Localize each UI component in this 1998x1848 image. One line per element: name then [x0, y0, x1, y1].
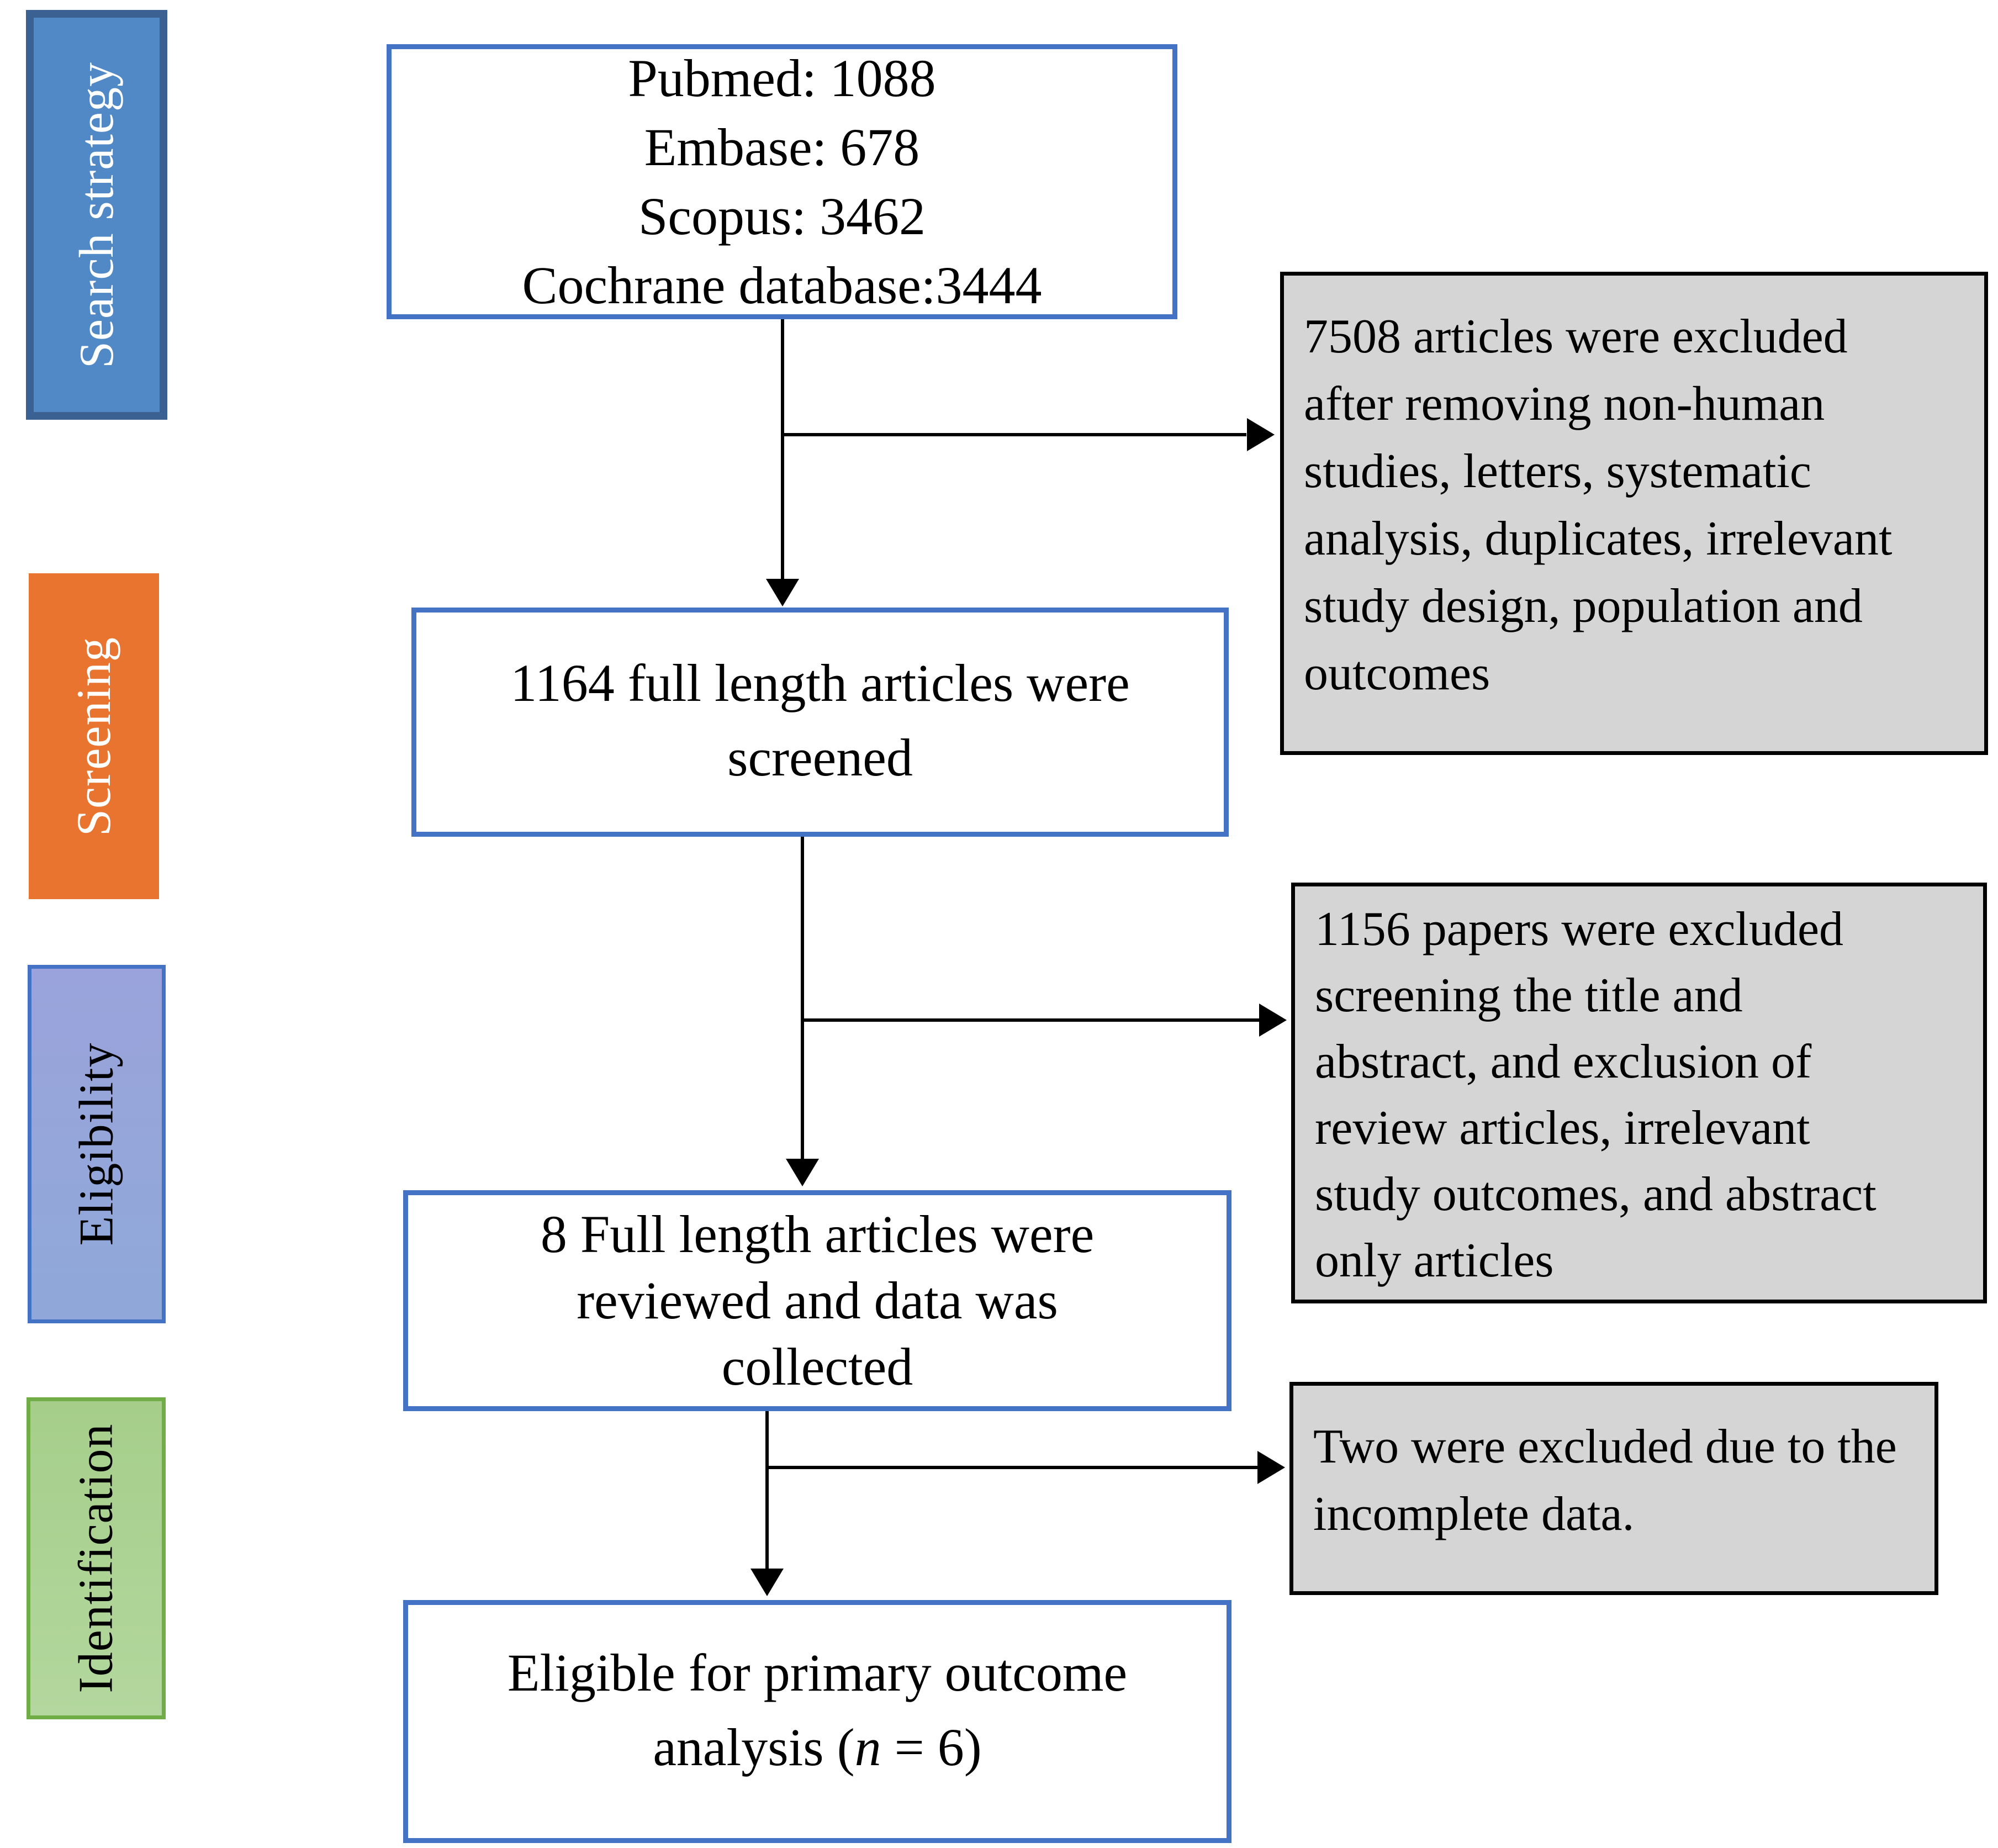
arrowhead-down-icon	[786, 1159, 819, 1186]
scopus-count: Scopus: 3462	[638, 187, 926, 246]
eligible-analysis-line2-post: = 6)	[881, 1718, 982, 1777]
eligible-analysis-line2: analysis (n = 6)	[408, 1710, 1227, 1784]
phase-label-screening-text: Screening	[67, 636, 121, 836]
phase-label-eligibility: Eligibility	[28, 965, 166, 1323]
embase-count: Embase: 678	[644, 118, 920, 177]
eligible-analysis-n-symbol: n	[854, 1718, 881, 1777]
exclusion-box-incomplete-data: Two were excluded due to the incomplete …	[1289, 1382, 1938, 1595]
cochrane-count: Cochrane database:3444	[522, 256, 1042, 315]
exclusion-box-title-abstract: 1156 papers were excluded screening the …	[1291, 883, 1987, 1303]
arrow-line-to-exclusion-1	[783, 433, 1246, 436]
arrowhead-down-icon	[750, 1569, 784, 1596]
screened-articles-box: 1164 full length articles were screened	[411, 608, 1229, 837]
arrow-line-screened-to-reviewed	[801, 837, 804, 1163]
eligible-analysis-line2-pre: analysis (	[653, 1718, 855, 1777]
database-search-results-box: Pubmed: 1088 Embase: 678 Scopus: 3462 Co…	[387, 44, 1177, 319]
arrowhead-right-icon	[1247, 418, 1275, 451]
reviewed-articles-line2: reviewed and data was	[577, 1271, 1058, 1330]
screened-articles-line2: screened	[727, 728, 913, 787]
arrowhead-right-icon	[1257, 1451, 1285, 1484]
arrow-line-sources-to-screened	[781, 319, 784, 584]
reviewed-articles-box: 8 Full length articles were reviewed and…	[403, 1190, 1231, 1411]
phase-label-identification-text: Identification	[69, 1423, 123, 1693]
reviewed-articles-line1: 8 Full length articles were	[540, 1205, 1095, 1264]
phase-label-eligibility-text: Eligibility	[70, 1042, 124, 1246]
screened-articles-line1: 1164 full length articles were	[510, 653, 1130, 712]
reviewed-articles-line3: collected	[721, 1337, 913, 1396]
phase-label-search-strategy-text: Search strategy	[70, 61, 124, 368]
arrowhead-down-icon	[766, 579, 799, 606]
arrow-line-reviewed-to-eligible	[765, 1411, 769, 1577]
arrow-line-to-exclusion-2	[802, 1018, 1261, 1022]
pubmed-count: Pubmed: 1088	[628, 49, 936, 108]
phase-label-identification: Identification	[27, 1397, 166, 1719]
phase-label-search-strategy: Search strategy	[26, 10, 167, 420]
arrow-line-to-exclusion-3	[767, 1466, 1259, 1469]
eligible-analysis-line1: Eligible for primary outcome	[507, 1643, 1128, 1702]
phase-label-screening: Screening	[29, 573, 159, 899]
arrowhead-right-icon	[1259, 1004, 1287, 1037]
eligible-analysis-box: Eligible for primary outcome analysis (n…	[403, 1600, 1231, 1843]
exclusion-box-initial-screen: 7508 articles were excluded after removi…	[1280, 272, 1988, 755]
